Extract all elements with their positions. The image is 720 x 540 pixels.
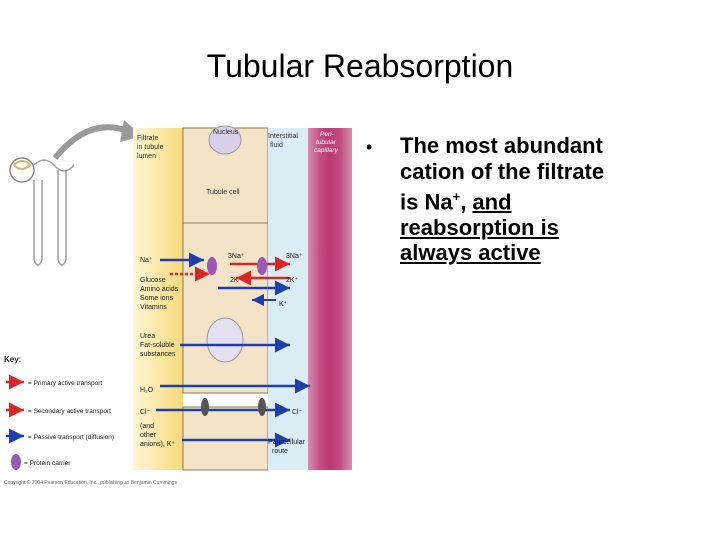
reabsorption-diagram: Filtrate in tubule lumen Nucleus Interst… [4,120,352,486]
nucleus [208,125,242,155]
tight-junction-right [258,398,266,416]
interstitial-fluid-label: Interstitial fluid [268,133,300,149]
protein-carrier-pump [257,257,267,275]
bullet-text: The most abundant cation of the filtrate… [400,133,700,266]
filtrate-lumen-label: Filtrate in tubule lumen [137,135,165,160]
key-carrier-label: = Protein carrier [24,460,71,467]
key-primary-label: = Primary active transport [28,380,102,387]
paracellular-label: Paracellular route [268,439,307,455]
bullet-line-2: cation of the filtrate [400,158,605,184]
bullet-line-3: is Na+, and [400,184,700,215]
cl-interstitial-label: Cl⁻ [292,409,303,416]
key-title: Key: [4,355,21,364]
tubule-lumen [133,128,183,470]
key-carrier-swatch [11,454,21,470]
key-secondary-label: = Secondary active transport [28,408,111,415]
water-label: H₂O [140,387,154,394]
nucleus-middle [206,317,244,363]
na-3-interstitial-label: 3Na⁺ [286,253,303,260]
capillary-label: Peri- tubular capillary [314,131,339,154]
protein-carrier-na [207,257,217,275]
tight-junction-left [201,398,209,416]
solutes-label: Glucose Amino acids Some ions Vitamins [140,277,180,311]
bullet-line-3-and: and [472,189,512,215]
nucleus-label: Nucleus [213,129,239,136]
bullet-line-3-sup: + [452,189,461,204]
k-interstitial-label: K⁺ [279,301,288,308]
other-anions-label: (and other anions), K⁺ [140,423,176,448]
tubule-cell-middle [182,222,269,394]
copyright: Copyright © 2004 Pearson Education, Inc.… [4,479,177,486]
urea-group-label: Urea Fat-soluble substances [140,333,177,358]
tubule-cell-lower [182,406,269,471]
cl-lumen-label: Cl⁻ [140,409,151,416]
tubule-cell-label: Tubule cell [206,189,240,196]
zoom-arrow [52,124,132,160]
bullet-line-3-mid: , [460,189,473,215]
bullet-line-5: always active [400,240,541,266]
bullet-line-1: The most abundant [400,133,603,158]
bullet-line-3-pre: is Na [400,189,453,215]
k2-interstitial-label: 2K⁺ [286,277,299,284]
slide-title: Tubular Reabsorption [206,48,514,84]
key-passive-label: = Passive transport (diffusion) [28,434,114,441]
bullet-marker: • [366,137,373,157]
na-3-cell-label: 3Na⁺ [228,253,245,260]
nephron-sketch [9,157,75,266]
na-lumen-label: Na⁺ [140,257,153,264]
bullet-line-4: reabsorption is [400,214,559,240]
